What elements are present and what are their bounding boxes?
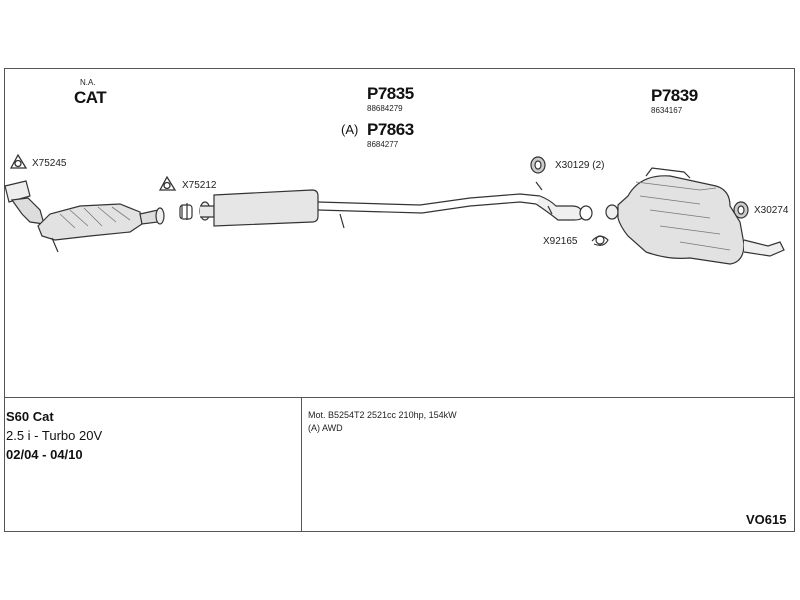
part-alt: P7863 xyxy=(367,120,414,139)
catalytic-converter xyxy=(4,180,165,253)
callout-x30274: X30274 xyxy=(754,205,789,216)
part-main-number: 88684279 xyxy=(367,104,403,113)
callout-x75245: X75245 xyxy=(32,158,67,169)
info-column-divider xyxy=(301,397,302,531)
rubber-mount-x30129-icon xyxy=(530,156,546,174)
callout-x75212: X75212 xyxy=(182,180,217,191)
gasket-x75212-icon xyxy=(158,175,177,191)
cat-label: CAT xyxy=(74,88,107,107)
motor-note: Mot. B5254T2 2521cc 210hp, 154kW xyxy=(308,410,457,420)
info-divider xyxy=(5,397,794,398)
part-alt-number: 8684277 xyxy=(367,140,399,149)
rear-silencer-p7839 xyxy=(605,167,785,265)
rubber-mount-x30274-icon xyxy=(733,201,749,219)
callout-x30129: X30129 (2) xyxy=(555,160,605,171)
clamp-x92165-icon xyxy=(591,235,609,246)
cat-note: N.A. xyxy=(80,78,96,87)
diagram-code: VO615 xyxy=(746,512,787,527)
part-main: P7835 xyxy=(367,84,414,103)
alt-prefix: (A) xyxy=(341,122,359,137)
vehicle-model: S60 Cat xyxy=(6,409,54,424)
callout-x92165: X92165 xyxy=(543,236,578,247)
diagram-sheet xyxy=(4,68,795,532)
vehicle-years: 02/04 - 04/10 xyxy=(6,447,83,462)
clamp-icon xyxy=(179,203,193,220)
part-rear: P7839 xyxy=(651,86,698,105)
middle-pipe-p7835 xyxy=(199,181,593,229)
gasket-x75245-icon xyxy=(9,153,28,169)
part-rear-number: 8634167 xyxy=(651,106,683,115)
variant-note: (A) AWD xyxy=(308,423,343,433)
vehicle-engine: 2.5 i - Turbo 20V xyxy=(6,428,103,443)
